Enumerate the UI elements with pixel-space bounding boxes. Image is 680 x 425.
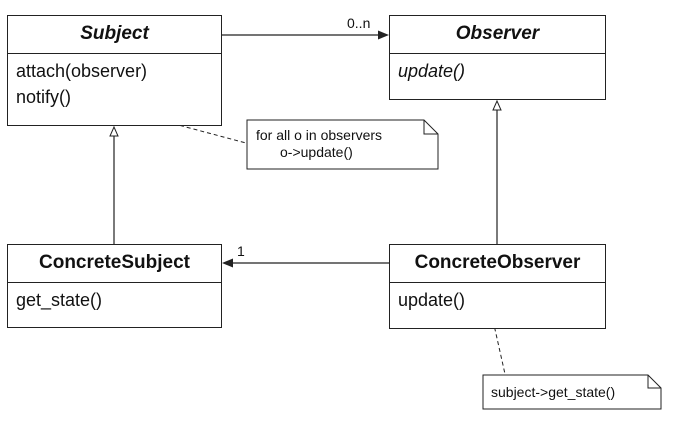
note-update-text: subject->get_state()	[491, 384, 615, 401]
class-subject[interactable]: Subject attach(observer) notify()	[7, 15, 222, 126]
class-operations-concrete-subject: get_state()	[8, 283, 221, 317]
class-concrete-observer[interactable]: ConcreteObserver update()	[389, 244, 606, 329]
note-notify-fold	[423, 120, 438, 135]
class-name-concrete-observer: ConcreteObserver	[390, 245, 605, 283]
class-operations-observer: update()	[390, 54, 605, 88]
note-update-line-1: subject->get_state()	[491, 384, 616, 400]
generalization-triangle-subject	[109, 125, 119, 137]
note-connector-update	[489, 306, 506, 375]
operation-notify: notify()	[16, 87, 72, 107]
class-observer[interactable]: Observer update()	[389, 15, 606, 100]
note-notify-text: for all o in observers o->update()	[256, 127, 382, 161]
class-concrete-subject[interactable]: ConcreteSubject get_state()	[7, 244, 222, 328]
association-arrowhead-observer	[378, 30, 389, 40]
class-operations-subject: attach(observer) notify()	[8, 54, 221, 114]
operation-attach: attach(observer)	[16, 61, 148, 81]
class-name-subject: Subject	[8, 16, 221, 54]
generalization-triangle-observer	[492, 99, 502, 111]
note-update-fold	[647, 375, 661, 389]
class-name-observer: Observer	[390, 16, 605, 54]
multiplicity-observers: 0..n	[347, 15, 371, 31]
association-arrowhead-concrete-subject	[222, 258, 233, 268]
note-update-shape	[482, 374, 662, 410]
note-notify-line-1: for all o in observers	[256, 127, 383, 143]
note-notify-shape	[246, 119, 439, 170]
class-name-concrete-subject: ConcreteSubject	[8, 245, 221, 283]
operation-get-state: get_state()	[16, 290, 103, 310]
operation-update-abstract: update()	[398, 61, 466, 81]
multiplicity-subject: 1	[237, 243, 245, 259]
note-notify-line-2: o->update()	[280, 144, 353, 160]
class-operations-concrete-observer: update()	[390, 283, 605, 317]
operation-update-concrete: update()	[398, 290, 466, 310]
